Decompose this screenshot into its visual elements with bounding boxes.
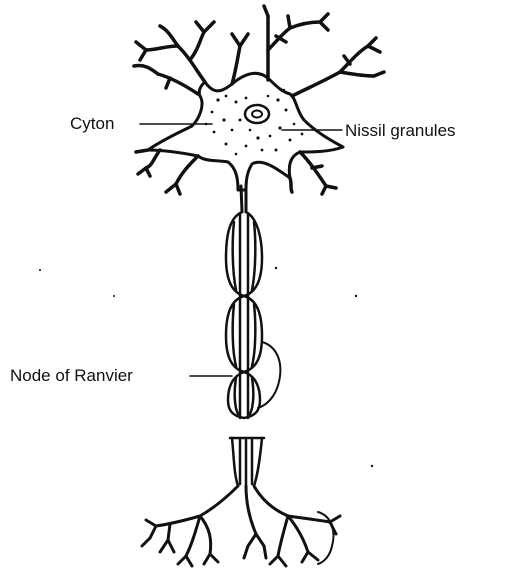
- axon-terminals: [142, 486, 340, 566]
- nucleus: [245, 105, 269, 123]
- myelin-sheath: [226, 212, 262, 418]
- axon-terminal-stem: [230, 438, 264, 486]
- node-of-ranvier-label: Node of Ranvier: [10, 367, 133, 384]
- cell-body: [148, 73, 343, 190]
- cyton-label: Cyton: [70, 115, 114, 132]
- nissil-granules-label: Nissil granules: [345, 122, 456, 139]
